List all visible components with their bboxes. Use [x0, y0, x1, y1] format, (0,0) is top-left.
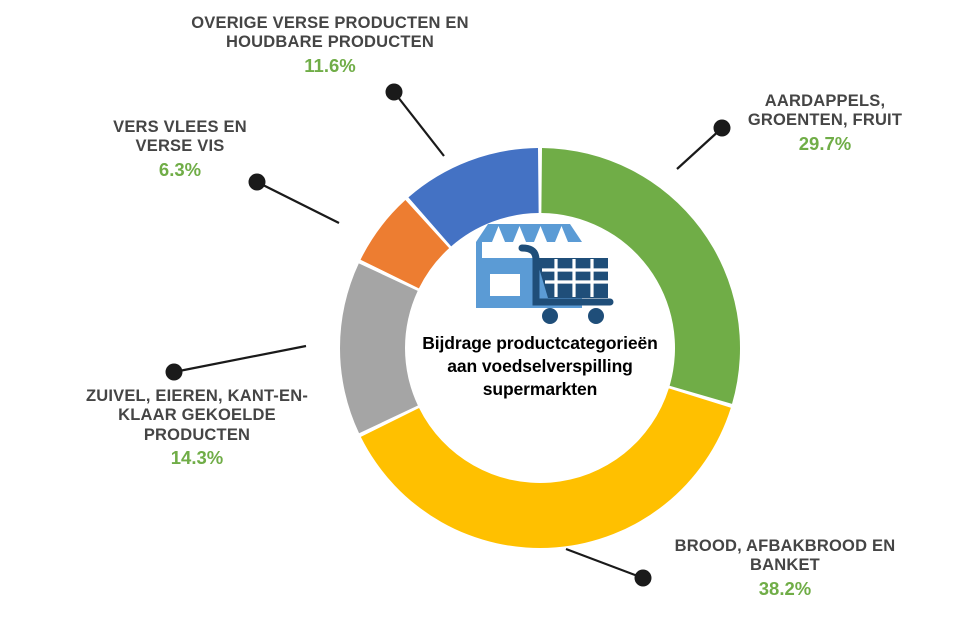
leader-dot: [634, 569, 652, 587]
callout-percent-value: 6.3%: [158, 158, 202, 180]
callout-percent-value: 29.7%: [798, 132, 852, 154]
callout-percent-value: 38.2%: [758, 577, 812, 599]
leader-brood: [565, 547, 652, 587]
callout-category-label: ZUIVEL, EIEREN, KANT-EN- KLAAR GEKOELDE …: [85, 387, 309, 444]
callout-category-label: AARDAPPELS, GROENTEN, FRUIT: [747, 92, 903, 130]
donut-slices: [339, 148, 740, 548]
donut-slice: [339, 263, 418, 434]
callout-vers-vlees: VERS VLEES EN VERSE VIS 6.3%: [60, 118, 300, 181]
callout-overige: OVERIGE VERSE PRODUCTEN EN HOUDBARE PROD…: [160, 14, 500, 77]
callout-zuivel: ZUIVEL, EIEREN, KANT-EN- KLAAR GEKOELDE …: [47, 387, 347, 469]
callout-category-label: VERS VLEES EN VERSE VIS: [113, 118, 247, 156]
donut-slice: [408, 148, 539, 247]
callout-percent-value: 14.3%: [170, 447, 224, 469]
leader-dot: [165, 363, 183, 381]
callout-percent-value: 11.6%: [304, 54, 356, 76]
leader-dot: [713, 119, 731, 137]
leader-dot: [248, 173, 266, 191]
donut-slice: [541, 148, 740, 404]
callout-category-label: BROOD, AFBAKBROOD EN BANKET: [674, 537, 896, 575]
leader-vers-vlees: [248, 173, 340, 224]
callout-category-label: OVERIGE VERSE PRODUCTEN EN HOUDBARE PROD…: [191, 14, 469, 52]
callout-aardappels: AARDAPPELS, GROENTEN, FRUIT 29.7%: [700, 92, 950, 155]
donut-slice: [360, 388, 731, 548]
leader-zuivel: [165, 344, 307, 381]
leader-dot: [385, 83, 403, 101]
donut-slice: [360, 200, 450, 289]
leader-overige: [385, 83, 445, 157]
callout-brood: BROOD, AFBAKBROOD EN BANKET 38.2%: [640, 537, 930, 600]
leader-aardappels: [676, 119, 731, 170]
